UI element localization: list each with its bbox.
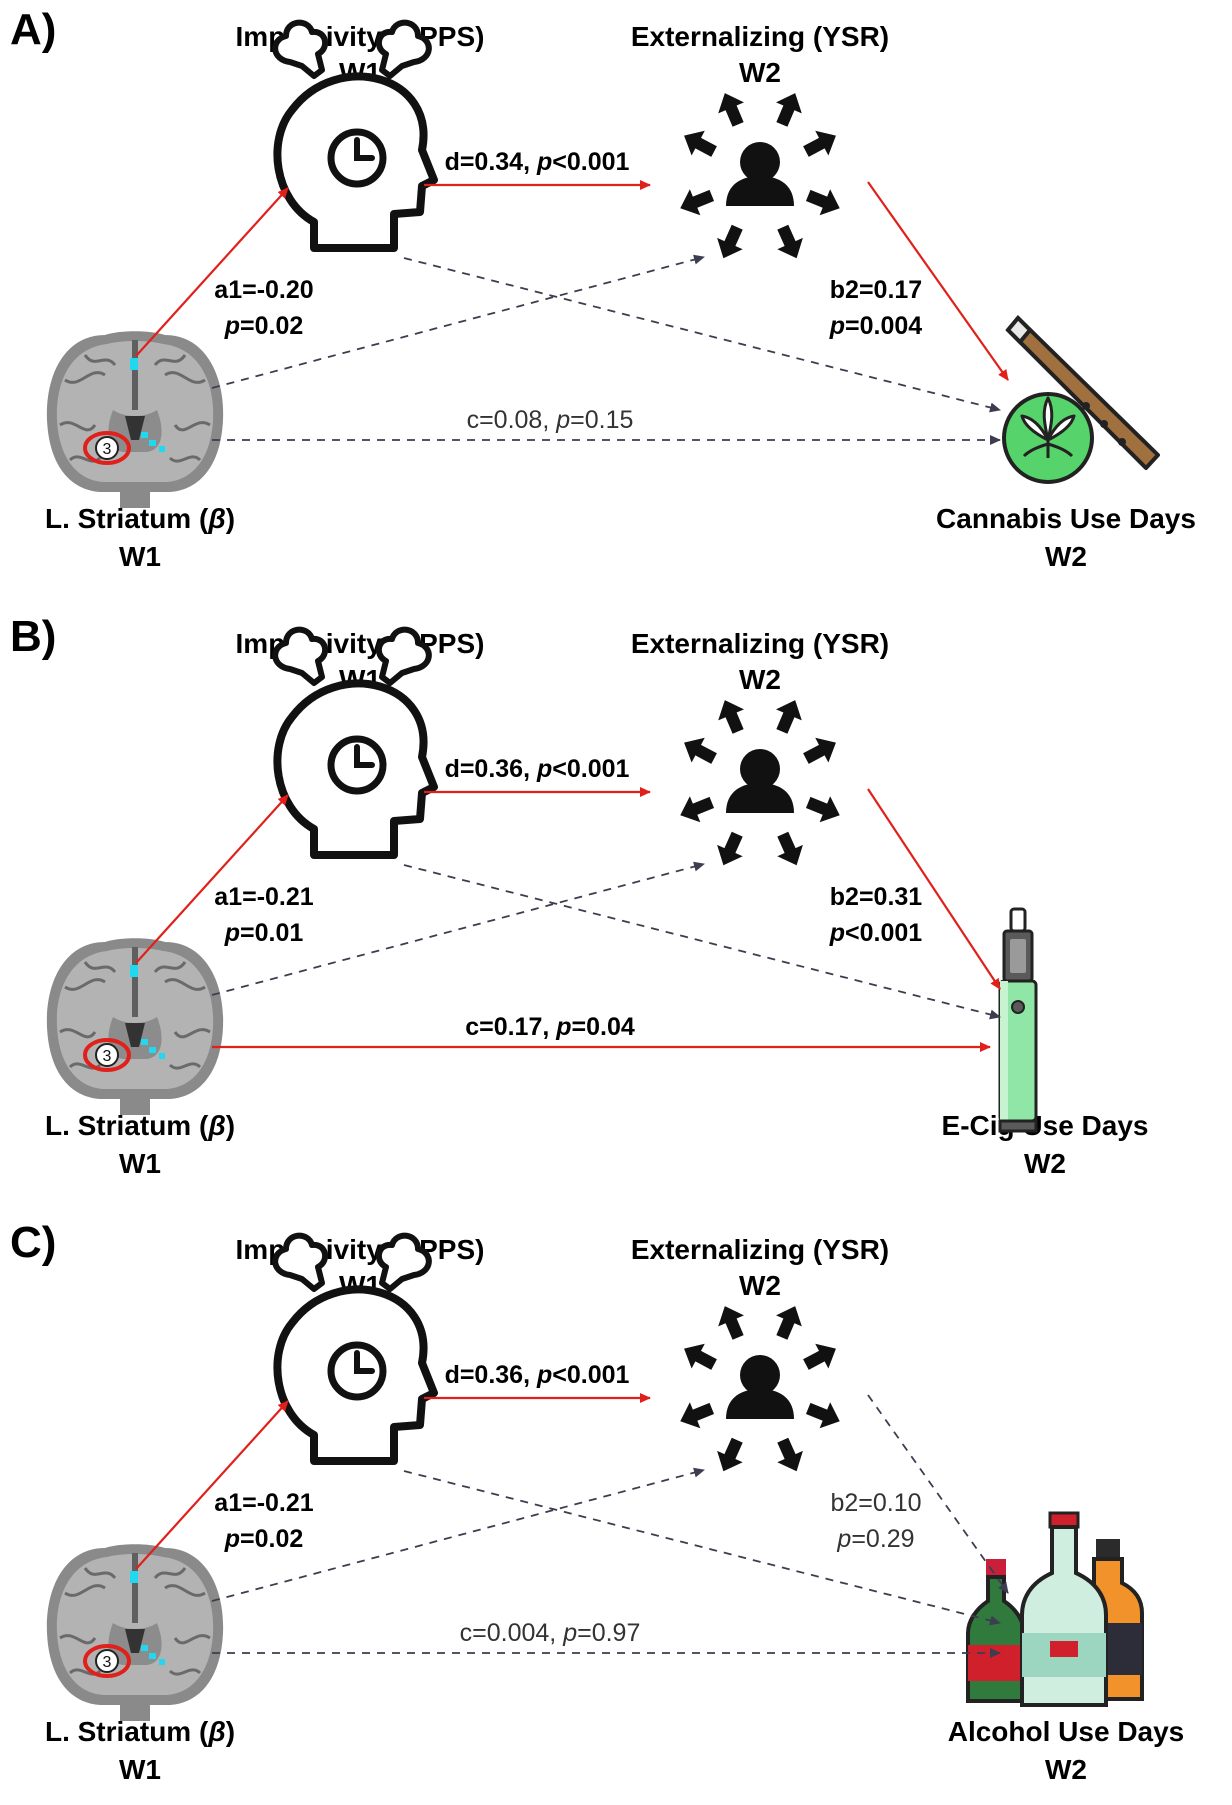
path-b2-label: b2=0.17: [830, 276, 922, 304]
striatum-wave: W1: [119, 541, 161, 572]
panel-letter: B): [10, 612, 56, 661]
externalizing-wave: W2: [739, 1270, 781, 1301]
path-d-label: d=0.36, p<0.001: [445, 1361, 630, 1389]
path-a1-label: a1=-0.20: [214, 276, 313, 304]
path-b2-label: b2=0.31: [830, 883, 923, 911]
alcohol-bottles-icon: [966, 1511, 1144, 1707]
panel-b: B)Impulsivity (UPPS)W1Externalizing (YSR…: [10, 612, 1148, 1179]
externalizing-title: Externalizing (YSR): [631, 628, 889, 659]
outcome-title: Alcohol Use Days: [948, 1716, 1185, 1747]
externalizing-person-icon: [675, 1300, 845, 1477]
path-c-label: c=0.17, p=0.04: [465, 1013, 635, 1041]
path-striatum-externalizing-arrow: [211, 254, 705, 389]
externalizing-person-icon: [675, 694, 845, 871]
outcome-title: E-Cig Use Days: [942, 1110, 1149, 1141]
path-b2-label: b2=0.10: [830, 1489, 921, 1517]
path-b2-p: p<0.001: [829, 919, 923, 947]
path-c-label: c=0.004, p=0.97: [460, 1619, 641, 1647]
path-d-label: d=0.34, p<0.001: [445, 148, 630, 176]
path-c-label: c=0.08, p=0.15: [467, 406, 634, 434]
panel-a: A)Impulsivity (UPPS)W1Externalizing (YSR…: [10, 5, 1196, 572]
externalizing-title: Externalizing (YSR): [631, 1234, 889, 1265]
striatum-title: L. Striatum (β): [45, 1110, 235, 1141]
path-impulsivity-outcome-arrow: [403, 1470, 1001, 1626]
cannabis-pipe-icon: [1002, 316, 1160, 484]
e-cigarette-icon: [998, 907, 1038, 1133]
path-d-label: d=0.36, p<0.001: [445, 755, 630, 783]
externalizing-title: Externalizing (YSR): [631, 21, 889, 52]
path-b2-arrow: [867, 788, 1001, 990]
path-a1-p: p=0.02: [224, 1525, 304, 1553]
striatum-wave: W1: [119, 1148, 161, 1179]
roi-number: 3: [103, 441, 112, 458]
path-a1-label: a1=-0.21: [214, 1489, 313, 1517]
path-a1-p: p=0.02: [224, 312, 304, 340]
path-a1-arrow: [135, 1400, 289, 1570]
roi-number: 3: [103, 1654, 112, 1671]
striatum-title: L. Striatum (β): [45, 1716, 235, 1747]
panel-letter: A): [10, 5, 56, 54]
path-a1-label: a1=-0.21: [214, 883, 313, 911]
brain-slice-icon: [44, 329, 226, 510]
roi-number: 3: [103, 1048, 112, 1065]
striatum-title: L. Striatum (β): [45, 503, 235, 534]
path-a1-p: p=0.01: [224, 919, 304, 947]
path-striatum-externalizing-arrow: [211, 861, 705, 996]
path-impulsivity-outcome-arrow: [403, 257, 1001, 413]
path-b2-p: p=0.29: [836, 1525, 914, 1553]
path-impulsivity-outcome-arrow: [403, 864, 1001, 1020]
externalizing-wave: W2: [739, 57, 781, 88]
brain-slice-icon: [44, 1542, 226, 1723]
path-a1-arrow: [135, 187, 289, 357]
outcome-wave: W2: [1024, 1148, 1066, 1179]
path-striatum-externalizing-arrow: [211, 1467, 705, 1602]
path-b2-arrow: [867, 1394, 1009, 1594]
externalizing-person-icon: [675, 87, 845, 264]
path-b2-arrow: [867, 181, 1009, 381]
externalizing-wave: W2: [739, 664, 781, 695]
path-b2-p: p=0.004: [829, 312, 923, 340]
striatum-wave: W1: [119, 1754, 161, 1785]
path-a1-arrow: [135, 794, 289, 964]
outcome-wave: W2: [1045, 541, 1087, 572]
panel-c: C)Impulsivity (UPPS)W1Externalizing (YSR…: [10, 1218, 1184, 1785]
outcome-title: Cannabis Use Days: [936, 503, 1196, 534]
brain-slice-icon: [44, 936, 226, 1117]
panel-letter: C): [10, 1218, 56, 1267]
outcome-wave: W2: [1045, 1754, 1087, 1785]
